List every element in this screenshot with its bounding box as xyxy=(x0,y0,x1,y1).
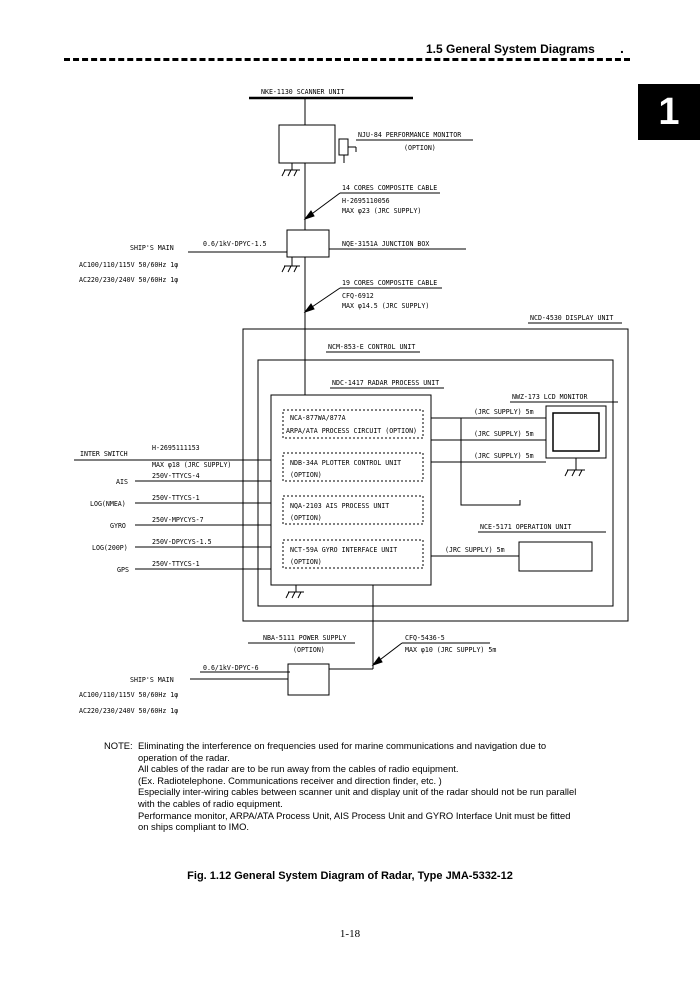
ships-main-2-cable: 0.6/1kV-DPYC-6 xyxy=(203,664,259,672)
display-unit-label: NCD-4530 DISPLAY UNIT xyxy=(530,314,613,322)
ac-line-2a: AC100/110/115V 50/60Hz 1φ xyxy=(79,691,178,699)
note-line: on ships compliant to IMO. xyxy=(138,821,249,833)
scanner-unit-label: NKE-1130 SCANNER UNIT xyxy=(261,88,344,96)
log-nmea-cable-label: 250V-TTYCS-1 xyxy=(152,494,200,502)
gyro-option: (OPTION) xyxy=(290,558,322,566)
lcd-monitor-screen xyxy=(552,412,600,452)
power-supply-option: (OPTION) xyxy=(293,646,325,654)
arpa-circuit-desc: ARPA/ATA PROCESS CIRCUIT (OPTION) xyxy=(286,427,417,435)
cfq-max-label: MAX φ10 (JRC SUPPLY) 5m xyxy=(405,646,496,654)
cable-19-max: MAX φ14.5 (JRC SUPPLY) xyxy=(342,302,429,310)
cable-14-title: 14 CORES COMPOSITE CABLE xyxy=(342,184,437,192)
plotter-unit-box xyxy=(282,452,424,482)
ais-cable-label: 250V-TTYCS-4 xyxy=(152,472,200,480)
gyro-input-label: GYRO xyxy=(110,522,126,530)
ais-input-label: AIS xyxy=(116,478,128,486)
note-line: (Ex. Radiotelephone. Communications rece… xyxy=(138,774,442,786)
ships-main-1-label: SHIP'S MAIN xyxy=(130,244,174,252)
note-line: with the cables of radio equipment. xyxy=(138,798,283,809)
inter-switch-label: INTER SWITCH xyxy=(80,450,128,458)
plotter-unit-label: NDB-34A PLOTTER CONTROL UNIT xyxy=(290,459,401,467)
header-dot: . xyxy=(620,40,624,56)
ais-option: (OPTION) xyxy=(290,514,322,522)
display-unit-outer-box xyxy=(242,328,629,622)
performance-monitor-box xyxy=(338,138,349,156)
jrc-supply-1: (JRC SUPPLY) 5m xyxy=(474,408,534,416)
ac-line-2b: AC220/230/240V 50/60Hz 1φ xyxy=(79,707,178,715)
power-supply-label: NBA-5111 POWER SUPPLY xyxy=(263,634,346,642)
performance-monitor-label: NJU-84 PERFORMANCE MONITOR xyxy=(358,131,461,139)
log-nmea-label: LOG(NMEA) xyxy=(90,500,126,508)
gps-cable-label: 250V-TTYCS-1 xyxy=(152,560,200,568)
jrc-supply-4: (JRC SUPPLY) 5m xyxy=(445,546,505,554)
radar-process-unit-label: NDC-1417 RADAR PROCESS UNIT xyxy=(332,379,439,387)
header-dashed-rule xyxy=(64,58,630,61)
chapter-tab: 1 xyxy=(638,84,700,140)
cfq-cable-label: CFQ-5436-5 xyxy=(405,634,445,642)
note-line: Performance monitor, ARPA/ATA Process Un… xyxy=(138,809,571,821)
arpa-circuit-box xyxy=(282,409,424,439)
inter-switch-part: H-2695111153 xyxy=(152,444,200,452)
page-number: 1-18 xyxy=(339,928,361,940)
radar-process-unit-box xyxy=(270,394,432,586)
operation-unit-box xyxy=(518,541,593,572)
power-supply-box xyxy=(287,663,330,696)
operation-unit-label: NCE-5171 OPERATION UNIT xyxy=(480,523,571,531)
lcd-monitor-outer xyxy=(545,405,607,459)
scanner-unit-box xyxy=(278,124,336,164)
junction-box-label: NQE-3151A JUNCTION BOX xyxy=(342,240,429,248)
system-diagram: NKE-1130 SCANNER UNIT NJU-84 PERFORMANCE… xyxy=(74,88,629,715)
ac-line-1a: AC100/110/115V 50/60Hz 1φ xyxy=(79,261,178,269)
gyro-interface-unit-box xyxy=(282,539,424,569)
control-unit-box xyxy=(257,359,614,607)
jrc-supply-3: (JRC SUPPLY) 5m xyxy=(474,452,534,460)
performance-monitor-option: (OPTION) xyxy=(404,144,436,152)
figure-caption: Fig. 1.12 General System Diagram of Rada… xyxy=(187,870,513,882)
gyro-cable-label: 250V-MPYCYS-7 xyxy=(152,516,204,524)
inter-switch-max: MAX φ18 (JRC SUPPLY) xyxy=(152,461,231,469)
log-200p-label: LOG(200P) xyxy=(92,544,128,552)
log-200p-cable-label: 250V-DPYCYS-1.5 xyxy=(152,538,212,546)
cable-14-part: H-2695110056 xyxy=(342,197,390,205)
ships-main-2-label: SHIP'S MAIN xyxy=(130,676,174,684)
section-title: 1.5 General System Diagrams xyxy=(426,42,595,56)
note-line: operation of the radar. xyxy=(138,751,230,763)
cable-14-max: MAX φ23 (JRC SUPPLY) xyxy=(342,207,421,215)
note-line: All cables of the radar are to be run aw… xyxy=(138,763,459,775)
arpa-circuit-label: NCA-877WA/877A xyxy=(290,414,346,422)
ac-line-1b: AC220/230/240V 50/60Hz 1φ xyxy=(79,276,178,284)
junction-box xyxy=(286,229,330,258)
gps-input-label: GPS xyxy=(117,566,129,574)
cable-19-title: 19 CORES COMPOSITE CABLE xyxy=(342,279,437,287)
lcd-monitor-label: NWZ-173 LCD MONITOR xyxy=(512,393,587,401)
cable-19-part: CFQ-6912 xyxy=(342,292,374,300)
jrc-supply-2: (JRC SUPPLY) 5m xyxy=(474,430,534,438)
ships-main-1-cable: 0.6/1kV-DPYC-1.5 xyxy=(203,240,267,248)
note-label: NOTE: xyxy=(104,740,133,751)
ais-process-unit-label: NQA-2103 AIS PROCESS UNIT xyxy=(290,502,389,510)
gyro-interface-unit-label: NCT-59A GYRO INTERFACE UNIT xyxy=(290,546,397,554)
plotter-option: (OPTION) xyxy=(290,471,322,479)
control-unit-label: NCM-853-E CONTROL UNIT xyxy=(328,343,415,351)
note-line: Especially inter-wiring cables between s… xyxy=(138,786,577,798)
note-line: Eliminating the interference on frequenc… xyxy=(138,740,547,751)
ais-process-unit-box xyxy=(282,495,424,525)
